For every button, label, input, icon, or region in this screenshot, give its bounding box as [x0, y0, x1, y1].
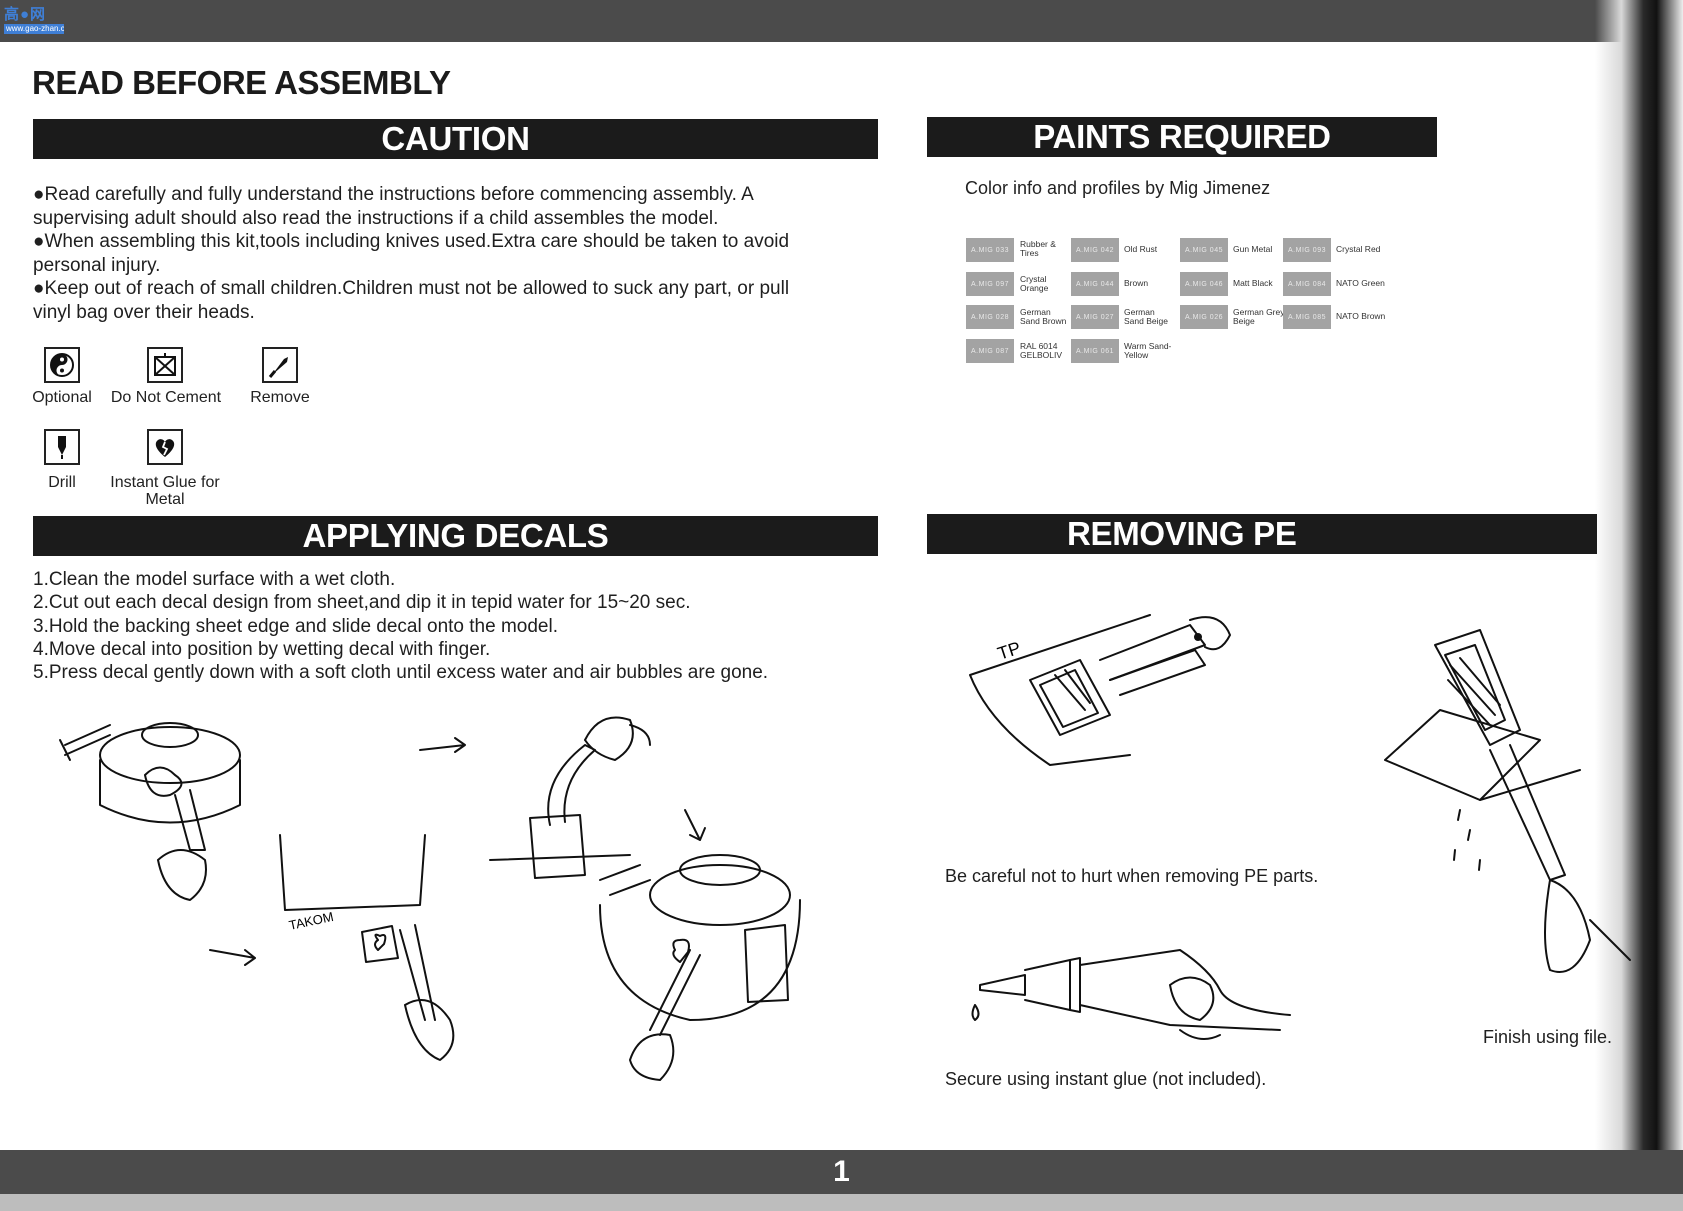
arrow-icon [419, 737, 466, 753]
arrow-icon [684, 809, 706, 841]
top-bar [0, 0, 1683, 42]
paint-swatch: A.MIG 026 [1180, 305, 1228, 329]
paint-swatch: A.MIG 033 [966, 238, 1014, 262]
takom-sheet-label: TAKOM [288, 909, 335, 933]
decal-dipping-drawing [489, 716, 651, 879]
paints-heading: PAINTS REQUIRED [927, 117, 1437, 157]
paint-name: Crystal Orange [1020, 274, 1049, 293]
logo-subtext: www.gao-zhan.com [4, 24, 64, 34]
paint-swatch: A.MIG 028 [966, 305, 1014, 329]
arrow-icon [209, 949, 256, 966]
paints-subtitle: Color info and profiles by Mig Jimenez [965, 178, 1271, 198]
paint-name: Gun Metal [1233, 244, 1273, 254]
book-spine-shadow [1595, 0, 1683, 1211]
decal-step: 3.Hold the backing sheet edge and slide … [33, 615, 558, 637]
paint-swatch: A.MIG 044 [1071, 272, 1119, 296]
decal-step: 4.Move decal into position by wetting de… [33, 638, 491, 660]
paint-name: NATO Brown [1336, 311, 1386, 321]
paint-name: German Sand Brown [1020, 307, 1067, 326]
paint-name: German Grey Beige [1233, 307, 1285, 326]
decals-heading: APPLYING DECALS [33, 516, 878, 556]
icon-label-instant-glue: Instant Glue for Metal [110, 474, 220, 508]
caution-paragraph: ●Read carefully and fully understand the… [33, 184, 753, 229]
decal-illustration: TAKOM [59, 716, 801, 1081]
bottom-shade [0, 1194, 1683, 1211]
pe-heading: REMOVING PE [927, 514, 1597, 554]
drill-icon [44, 429, 80, 465]
decal-step: 2.Cut out each decal design from sheet,a… [33, 592, 691, 614]
paint-name: Crystal Red [1336, 244, 1381, 254]
turret-decal-placed-drawing [599, 854, 801, 1081]
icon-label-optional: Optional [32, 389, 92, 406]
site-logo: 高●网 www.gao-zhan.com [4, 6, 70, 38]
paint-swatch: A.MIG 093 [1283, 238, 1331, 262]
paint-name: Old Rust [1124, 244, 1158, 254]
pe-cutting-drawing: TP [969, 614, 1231, 766]
tp-label: TP [995, 638, 1023, 664]
paint-swatch: A.MIG 061 [1071, 339, 1119, 363]
paint-name: Matt Black [1233, 278, 1273, 288]
caution-heading: CAUTION [33, 119, 878, 159]
decal-step: 5.Press decal gently down with a soft cl… [33, 662, 769, 684]
caution-text: ●Read carefully and fully understand the… [33, 183, 823, 324]
page-title: READ BEFORE ASSEMBLY [32, 64, 451, 101]
pe-glue-drawing [971, 949, 1291, 1040]
paint-swatch: A.MIG 027 [1071, 305, 1119, 329]
knife-icon [262, 347, 298, 383]
caution-paragraph: ●Keep out of reach of small children.Chi… [33, 278, 790, 323]
pe-file-drawing [1384, 629, 1631, 973]
decal-cutting-drawing [279, 834, 455, 1061]
paint-name: NATO Green [1336, 278, 1385, 288]
turret-cleaning-drawing [59, 722, 241, 901]
caution-paragraph: ●When assembling this kit,tools includin… [33, 231, 790, 276]
icon-label-do-not-cement: Do Not Cement [110, 389, 222, 406]
paint-name: Brown [1124, 278, 1149, 288]
paint-name: Warm Sand-Yellow [1124, 341, 1172, 360]
paint-swatch: A.MIG 087 [966, 339, 1014, 363]
paint-swatch: A.MIG 042 [1071, 238, 1119, 262]
pe-caption-file: Finish using file. [1483, 1027, 1613, 1047]
paint-swatch: A.MIG 084 [1283, 272, 1331, 296]
decal-step: 1.Clean the model surface with a wet clo… [33, 569, 396, 590]
pe-caption-careful: Be careful not to hurt when removing PE … [945, 866, 1319, 886]
paint-swatch: A.MIG 085 [1283, 305, 1331, 329]
paint-swatch: A.MIG 097 [966, 272, 1014, 296]
crossed-box-icon [147, 347, 183, 383]
page-number: 1 [833, 1155, 850, 1188]
paint-name: German Sand Beige [1124, 307, 1168, 326]
yin-yang-icon [44, 347, 80, 383]
paint-swatch: A.MIG 045 [1180, 238, 1228, 262]
paint-name: Rubber & Tires [1020, 239, 1056, 258]
bottom-bar [0, 1150, 1683, 1194]
icon-label-drill: Drill [48, 474, 76, 491]
decal-steps: 1.Clean the model surface with a wet clo… [33, 568, 893, 684]
paint-swatch: A.MIG 046 [1180, 272, 1228, 296]
paint-name: RAL 6014 GELBOLIV [1020, 341, 1063, 360]
icon-label-remove: Remove [250, 389, 310, 406]
pe-caption-glue: Secure using instant glue (not included)… [945, 1069, 1267, 1089]
logo-text: 高●网 [4, 6, 47, 23]
broken-heart-icon [147, 429, 183, 465]
